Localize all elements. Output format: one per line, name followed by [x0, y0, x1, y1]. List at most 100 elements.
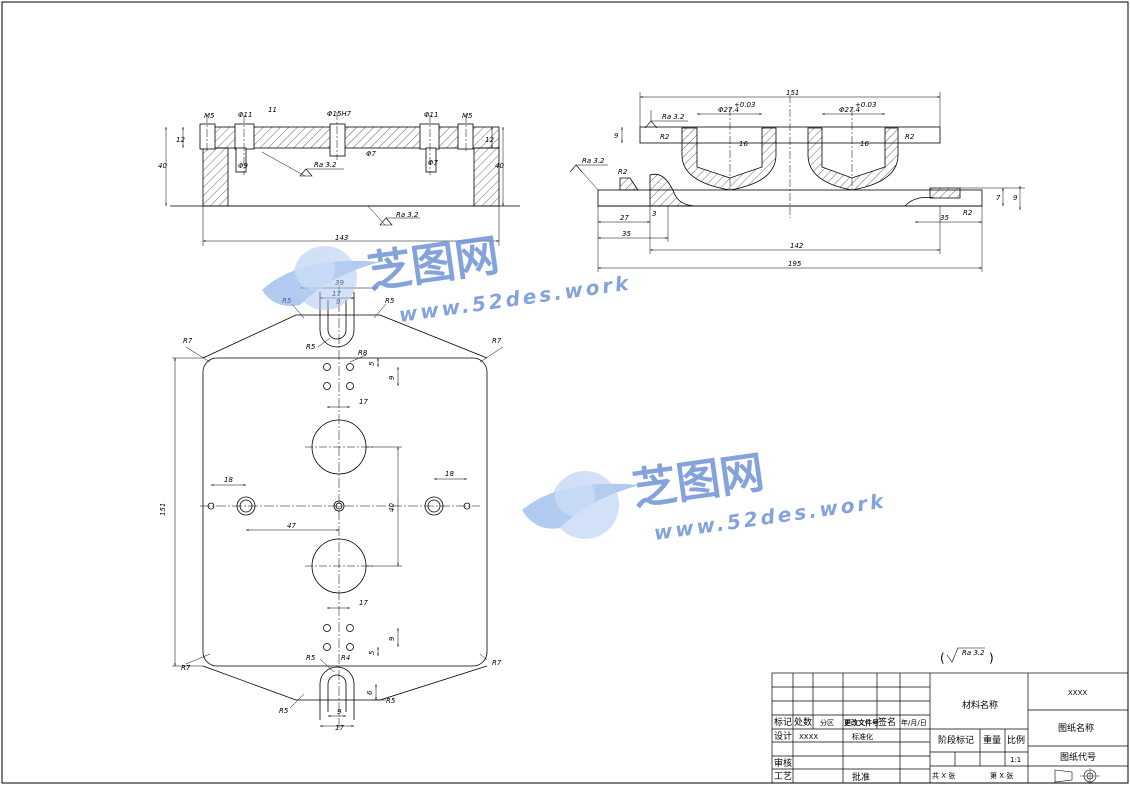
bottom-r4: R4	[341, 654, 350, 662]
front-hole-depth: 11	[268, 106, 277, 114]
top-r8: R8	[358, 349, 368, 357]
tb-header-zone: 分区	[820, 718, 834, 727]
side-depth-left: 16	[739, 140, 748, 148]
side-pocket-left-label: Φ27.4	[718, 106, 739, 114]
side-total: 151	[786, 89, 799, 97]
side-r2-slope: R2	[618, 168, 628, 176]
side-w35b: 35	[940, 214, 949, 222]
tb-stage: 阶段标记	[938, 734, 974, 746]
tb-header-sign: 签名	[878, 716, 896, 728]
top-body	[202, 357, 488, 667]
front-hole-label-1: M5	[204, 112, 215, 120]
top-width-47: 47	[287, 522, 296, 530]
side-depth-right: 16	[860, 140, 869, 148]
top-view	[172, 286, 504, 730]
front-hole-label-5: M5	[462, 112, 473, 120]
front-center-inner: Φ7	[366, 150, 377, 158]
tb-total-sheets: 共 X 张	[932, 771, 955, 780]
top-hole-space-v-upper: 5	[368, 361, 376, 366]
top-height-151: 151	[159, 503, 167, 516]
front-view	[165, 112, 520, 246]
front-roughness-bottom: Ra 3.2	[396, 211, 419, 219]
top-width-40: 40	[388, 503, 396, 512]
side-w3: 3	[652, 210, 656, 218]
top-hole-17-upper: 17	[359, 398, 368, 406]
bottom-r5-right: R5	[386, 697, 396, 705]
tb-material: 材料名称	[962, 699, 998, 711]
tb-standard: 标准化	[852, 732, 873, 741]
side-plate: 9	[614, 132, 619, 140]
tb-sheet-no: 第 X 张	[990, 771, 1013, 780]
tb-design-value: XXXX	[799, 733, 818, 741]
tb-header-mark: 标记	[774, 716, 792, 728]
side-w27: 27	[620, 214, 629, 222]
bottom-r5-left: R5	[279, 707, 289, 715]
tb-weight: 重量	[983, 734, 1001, 746]
side-h9: 9	[1013, 194, 1018, 202]
top-r7-br: R7	[492, 659, 502, 667]
top-r7-tr: R7	[492, 337, 502, 345]
front-left-inner: Φ9	[238, 162, 249, 170]
side-r2-detail: R2	[963, 209, 973, 217]
side-tol-right: +0.03	[855, 101, 876, 109]
top-hole-space-h-lower: 9	[388, 636, 396, 641]
tb-header-file: 更改文件号	[844, 718, 879, 727]
front-thickness-left: 12	[176, 136, 185, 144]
roughness-note-value: Ra 3.2	[962, 649, 985, 657]
bottom-slot-inner: 9	[337, 708, 342, 716]
side-pocket-left	[681, 127, 777, 191]
side-view-labels: 151 Φ27.4 Φ27.4 +0.03 +0.03 16 16 9 Ra 3…	[582, 89, 1018, 268]
bottom-r5-slot: R5	[306, 654, 316, 662]
side-roughness-top: Ra 3.2	[662, 113, 685, 121]
side-tol-left: +0.03	[734, 101, 755, 109]
tb-design: 设计	[774, 730, 792, 742]
front-roughness-top: Ra 3.2	[314, 161, 337, 169]
title-block	[771, 672, 1129, 784]
tb-approve: 批准	[852, 771, 870, 783]
title-block-text: 标记 处数 分区 更改文件号 签名 年/月/日 设计 XXXX 标准化 审核 工…	[774, 689, 1096, 783]
side-pocket-right-label: Φ27.4	[839, 106, 860, 114]
top-tab	[202, 314, 488, 359]
side-w142: 142	[790, 242, 804, 250]
top-r5-right: R5	[385, 297, 395, 305]
front-hole-label-4: Φ11	[424, 111, 438, 119]
top-hole-17-lower: 17	[359, 599, 368, 607]
front-left-wall	[202, 147, 229, 207]
side-w35: 35	[622, 230, 631, 238]
top-side-18-right: 18	[445, 470, 454, 478]
side-pocket-right	[807, 127, 899, 191]
side-r2-right: R2	[905, 133, 915, 141]
front-height-left: 40	[158, 162, 167, 170]
tb-drawing-code: 图纸代号	[1060, 751, 1096, 763]
watermark-brand-upper: 芝图网	[364, 230, 502, 299]
tb-review: 审核	[774, 757, 792, 769]
top-hole-space-h-upper: 9	[388, 375, 396, 380]
top-side-18-left: 18	[224, 476, 233, 484]
front-height-right: 40	[495, 162, 504, 170]
watermark-upper: 芝图网 www.52des.work	[262, 230, 633, 327]
side-view	[569, 92, 1025, 272]
tb-scale-value: 1:1	[1010, 756, 1021, 764]
tb-company: XXXX	[1068, 689, 1087, 697]
side-right-detail	[929, 187, 961, 199]
side-left-slope	[649, 173, 696, 207]
top-r5-slot: R5	[306, 343, 316, 351]
general-roughness-note: ( Ra 3.2 )	[940, 647, 994, 665]
side-roughness-left: Ra 3.2	[582, 157, 605, 165]
top-r7-bl: R7	[181, 664, 191, 672]
front-thickness-right: 12	[485, 136, 494, 144]
watermark-lower: 芝图网 www.52des.work	[522, 447, 888, 545]
watermark-brand-lower: 芝图网	[629, 447, 767, 516]
tb-process: 工艺	[774, 771, 792, 782]
front-right-inner: Φ7	[428, 159, 439, 167]
svg-text:(: (	[940, 651, 945, 665]
top-r7-tl: R7	[183, 337, 193, 345]
front-width: 143	[335, 234, 348, 242]
side-h7: 7	[996, 194, 1001, 202]
tb-drawing-name: 图纸名称	[1058, 722, 1094, 734]
front-hole-label-3: Φ15H7	[327, 110, 352, 118]
bottom-6: 6	[366, 690, 374, 695]
tb-scale: 比例	[1007, 734, 1025, 746]
svg-text:): )	[989, 651, 994, 665]
